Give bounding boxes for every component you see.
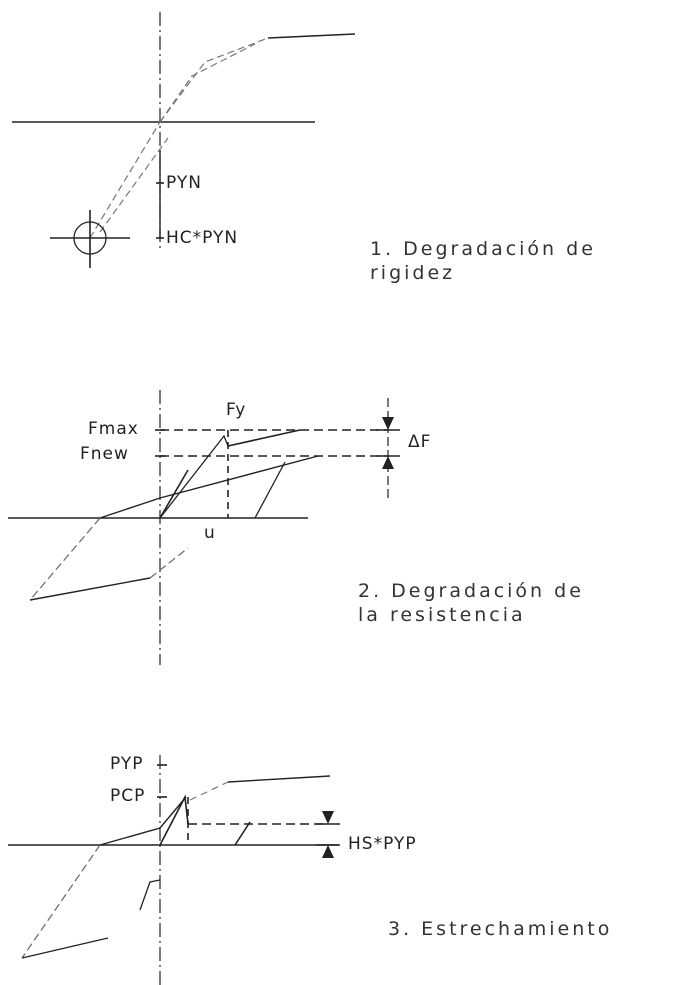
panel-3-graphics (8, 755, 340, 985)
p1-envelope (267, 33, 356, 39)
panel-1-graphics (12, 12, 356, 268)
p3-elastic-branch (159, 794, 189, 846)
p2-negative-envelope (29, 577, 151, 601)
caption-panel-1-line-1: 1. Degradación de (370, 238, 596, 260)
label-u: u (204, 523, 216, 543)
label-delta-f: ΔF (408, 432, 432, 452)
p3-upper-dashed (189, 781, 229, 801)
label-hc-pyn: HC*PYN (166, 228, 239, 248)
p3-envelope (227, 775, 331, 783)
label-pyn: PYN (166, 173, 202, 193)
label-pcp: PCP (110, 786, 146, 806)
caption-panel-3-line-1: 3. Estrechamiento (388, 918, 613, 940)
p2-reloading (99, 455, 319, 519)
p2-post-yield-1 (227, 429, 301, 447)
p1-pivot-target-icon (50, 210, 130, 268)
label-fmax: Fmax (88, 419, 139, 439)
p2-unloading (254, 461, 286, 519)
p3-arrow-down (322, 811, 334, 824)
p2-negative-branch (29, 517, 101, 601)
p3-arrow-up (322, 845, 334, 858)
caption-panel-2: 2. Degradación de la resistencia (358, 580, 584, 628)
label-pyp: PYP (110, 754, 144, 774)
p3-unloading (234, 821, 251, 846)
p2-negative-unload (149, 547, 189, 579)
label-hs-pyp: HS*PYP (348, 834, 417, 854)
label-fy: Fy (226, 400, 247, 420)
panel-2-graphics (8, 390, 400, 665)
dimension-arrowheads (322, 417, 394, 858)
label-fnew: Fnew (80, 444, 129, 464)
caption-panel-2-line-1: 2. Degradación de (358, 580, 584, 602)
p1-degraded-branch-1 (89, 121, 161, 239)
p3-negative-pinch (139, 879, 161, 911)
p1-loop-upper (159, 37, 269, 123)
p3-hs-dimension (316, 823, 340, 846)
p1-loop-lower (159, 43, 256, 123)
p3-negative-envelope (21, 937, 109, 959)
p2-arrow-up (382, 456, 394, 469)
p2-arrow-down (382, 417, 394, 430)
caption-panel-3: 3. Estrechamiento (388, 918, 612, 942)
p1-degraded-branch-2 (99, 137, 169, 233)
p2-initial-loading (159, 434, 229, 519)
p3-negative-branch (21, 844, 101, 959)
caption-panel-2-line-2: la resistencia (358, 603, 526, 626)
caption-panel-1-line-2: rigidez (370, 261, 456, 284)
p2-delta-f-dimension (376, 398, 400, 498)
p3-pinched-reload (99, 796, 187, 846)
caption-panel-1: 1. Degradación de rigidez (370, 238, 596, 286)
